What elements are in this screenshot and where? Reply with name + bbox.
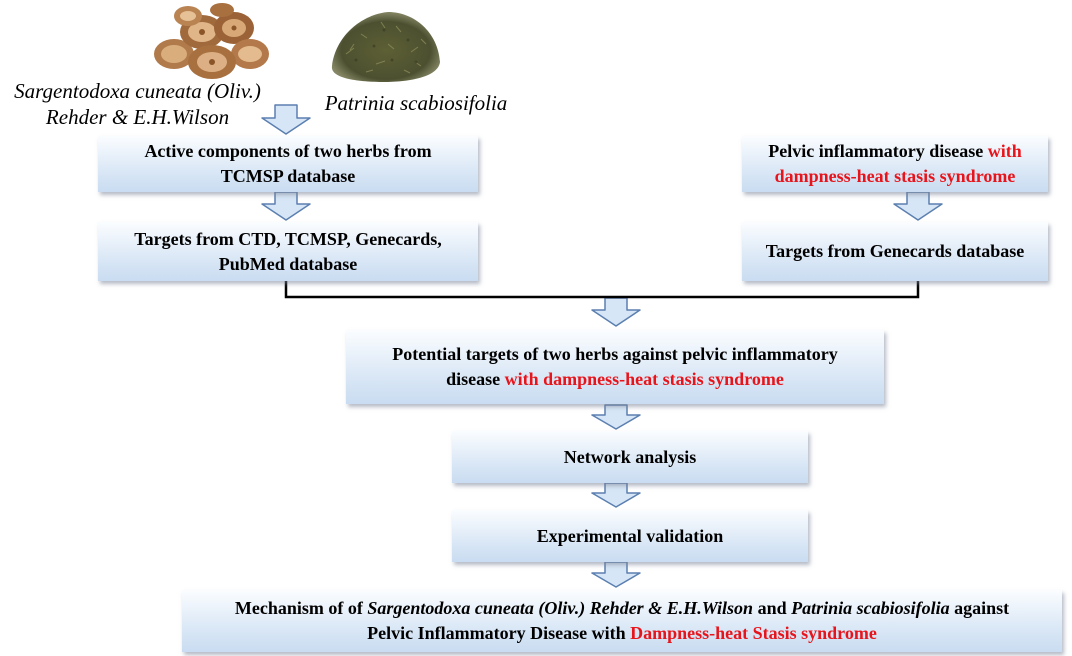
- herb-dried-leaves-photo: [331, 12, 440, 82]
- box-active-components: Active components of two herbs from TCMS…: [98, 136, 478, 192]
- box-disease: Pelvic inflammatory disease with dampnes…: [742, 136, 1048, 192]
- box-herb-targets: Targets from CTD, TCMSP, Genecards, PubM…: [98, 222, 478, 281]
- arrow-merge-to-potential: [591, 297, 641, 327]
- arrow-herbs-to-components: [261, 104, 311, 135]
- box-mechanism: Mechanism of of Sargentodoxa cuneata (Ol…: [182, 590, 1062, 652]
- box-potential-targets: Potential targets of two herbs against p…: [346, 330, 884, 404]
- box-network-analysis: Network analysis: [452, 431, 808, 483]
- arrow-network-to-experimental: [591, 482, 641, 508]
- merge-bracket-line: [284, 281, 920, 299]
- box-experimental-validation: Experimental validation: [452, 510, 808, 562]
- herb-name-sargentodoxa: Sargentodoxa cuneata (Oliv.) Rehder & E.…: [14, 79, 261, 129]
- arrow-disease-to-targets: [893, 191, 943, 221]
- herb-name-patrinia: Patrinia scabiosifolia: [324, 91, 508, 115]
- arrow-experimental-to-mechanism: [591, 561, 641, 588]
- arrow-components-to-targets: [261, 191, 311, 221]
- arrow-potential-to-network: [591, 404, 641, 430]
- herb-root-slices-photo: [154, 3, 269, 79]
- box-disease-targets: Targets from Genecards database: [742, 222, 1048, 281]
